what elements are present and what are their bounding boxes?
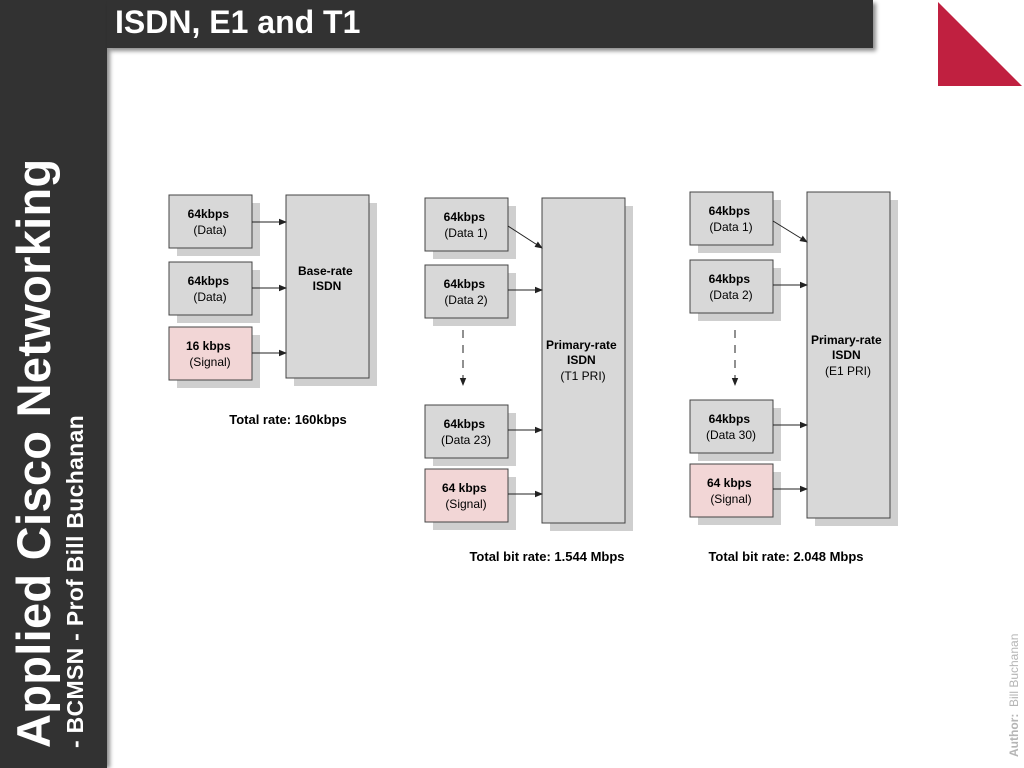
svg-text:64kbps (Data 30): 64kbps (Data 30): [706, 412, 756, 442]
channel-rate: 64kbps: [444, 417, 486, 431]
svg-text:64kbps (Data 2): 64kbps (Data 2): [709, 272, 754, 302]
channel-label: (Signal): [710, 492, 751, 506]
channel-label: (Data 1): [709, 220, 752, 234]
channel-label: (Data 23): [441, 433, 491, 447]
total-rate-label: Total bit rate: 2.048 Mbps: [708, 549, 863, 564]
channel-rate: 64kbps: [444, 210, 486, 224]
channel-label: (Data 1): [444, 226, 487, 240]
target-line3: (E1 PRI): [825, 364, 871, 378]
svg-text:64 kbps (Signal): 64 kbps (Signal): [442, 481, 490, 511]
slide-title: ISDN, E1 and T1: [115, 4, 361, 40]
target-line3: (T1 PRI): [560, 369, 605, 383]
t1-pri-group: Primary-rate ISDN (T1 PRI) 64kbps (Data …: [424, 197, 633, 564]
target-line1: Primary-rate: [546, 338, 617, 352]
channel-rate: 64kbps: [709, 412, 751, 426]
svg-text:64kbps (Data): 64kbps (Data): [188, 274, 233, 304]
total-rate-label: Total rate: 160kbps: [229, 412, 347, 427]
channel-label: (Data 2): [444, 293, 487, 307]
channel-rate: 64kbps: [188, 274, 230, 288]
channel-label: (Data): [193, 223, 226, 237]
channel-rate: 64 kbps: [442, 481, 487, 495]
target-line1: Primary-rate: [811, 333, 882, 347]
svg-text:64kbps (Data 1): 64kbps (Data 1): [444, 210, 489, 240]
target-line2: ISDN: [313, 279, 342, 293]
target-line2: ISDN: [567, 353, 596, 367]
sidebar: Applied Cisco Networking - BCMSN - Prof …: [0, 0, 107, 768]
channel-rate: 64kbps: [709, 272, 751, 286]
channel-rate: 64kbps: [188, 207, 230, 221]
channel-rate: 64kbps: [709, 204, 751, 218]
title-bar: ISDN, E1 and T1: [107, 0, 873, 48]
svg-text:Base-rate ISDN: Base-rate ISDN: [298, 264, 356, 293]
svg-text:64kbps (Data 2): 64kbps (Data 2): [444, 277, 489, 307]
e1-pri-group: Primary-rate ISDN (E1 PRI) 64kbps (Data …: [689, 191, 898, 564]
channel-label: (Data): [193, 290, 226, 304]
svg-text:64kbps (Data 1): 64kbps (Data 1): [709, 204, 754, 234]
channel-label: (Data 2): [709, 288, 752, 302]
svg-text:16 kbps (Signal): 16 kbps (Signal): [186, 339, 234, 369]
base-rate-group: Base-rate ISDN 64kbps (Data) 64kbps (Dat…: [168, 194, 377, 427]
svg-text:Primary-rate ISDN: Primary-rate ISDN (E1 PRI): [811, 333, 885, 378]
target-line1: Base-rate: [298, 264, 353, 278]
channel-label: (Signal): [445, 497, 486, 511]
target-line2: ISDN: [832, 348, 861, 362]
svg-text:64kbps (Data 23): 64kbps (Data 23): [441, 417, 491, 447]
svg-text:64kbps (Data): 64kbps (Data): [188, 207, 233, 237]
svg-text:64 kbps (Signal): 64 kbps (Signal): [707, 476, 755, 506]
channel-label: (Data 30): [706, 428, 756, 442]
total-rate-label: Total bit rate: 1.544 Mbps: [469, 549, 624, 564]
corner-triangle-icon: [938, 2, 1022, 86]
svg-text:Primary-rate ISDN: Primary-rate ISDN (T1 PRI): [546, 338, 620, 383]
channel-rate: 64 kbps: [707, 476, 752, 490]
channel-rate: 64kbps: [444, 277, 486, 291]
channel-label: (Signal): [189, 355, 230, 369]
channel-rate: 16 kbps: [186, 339, 231, 353]
